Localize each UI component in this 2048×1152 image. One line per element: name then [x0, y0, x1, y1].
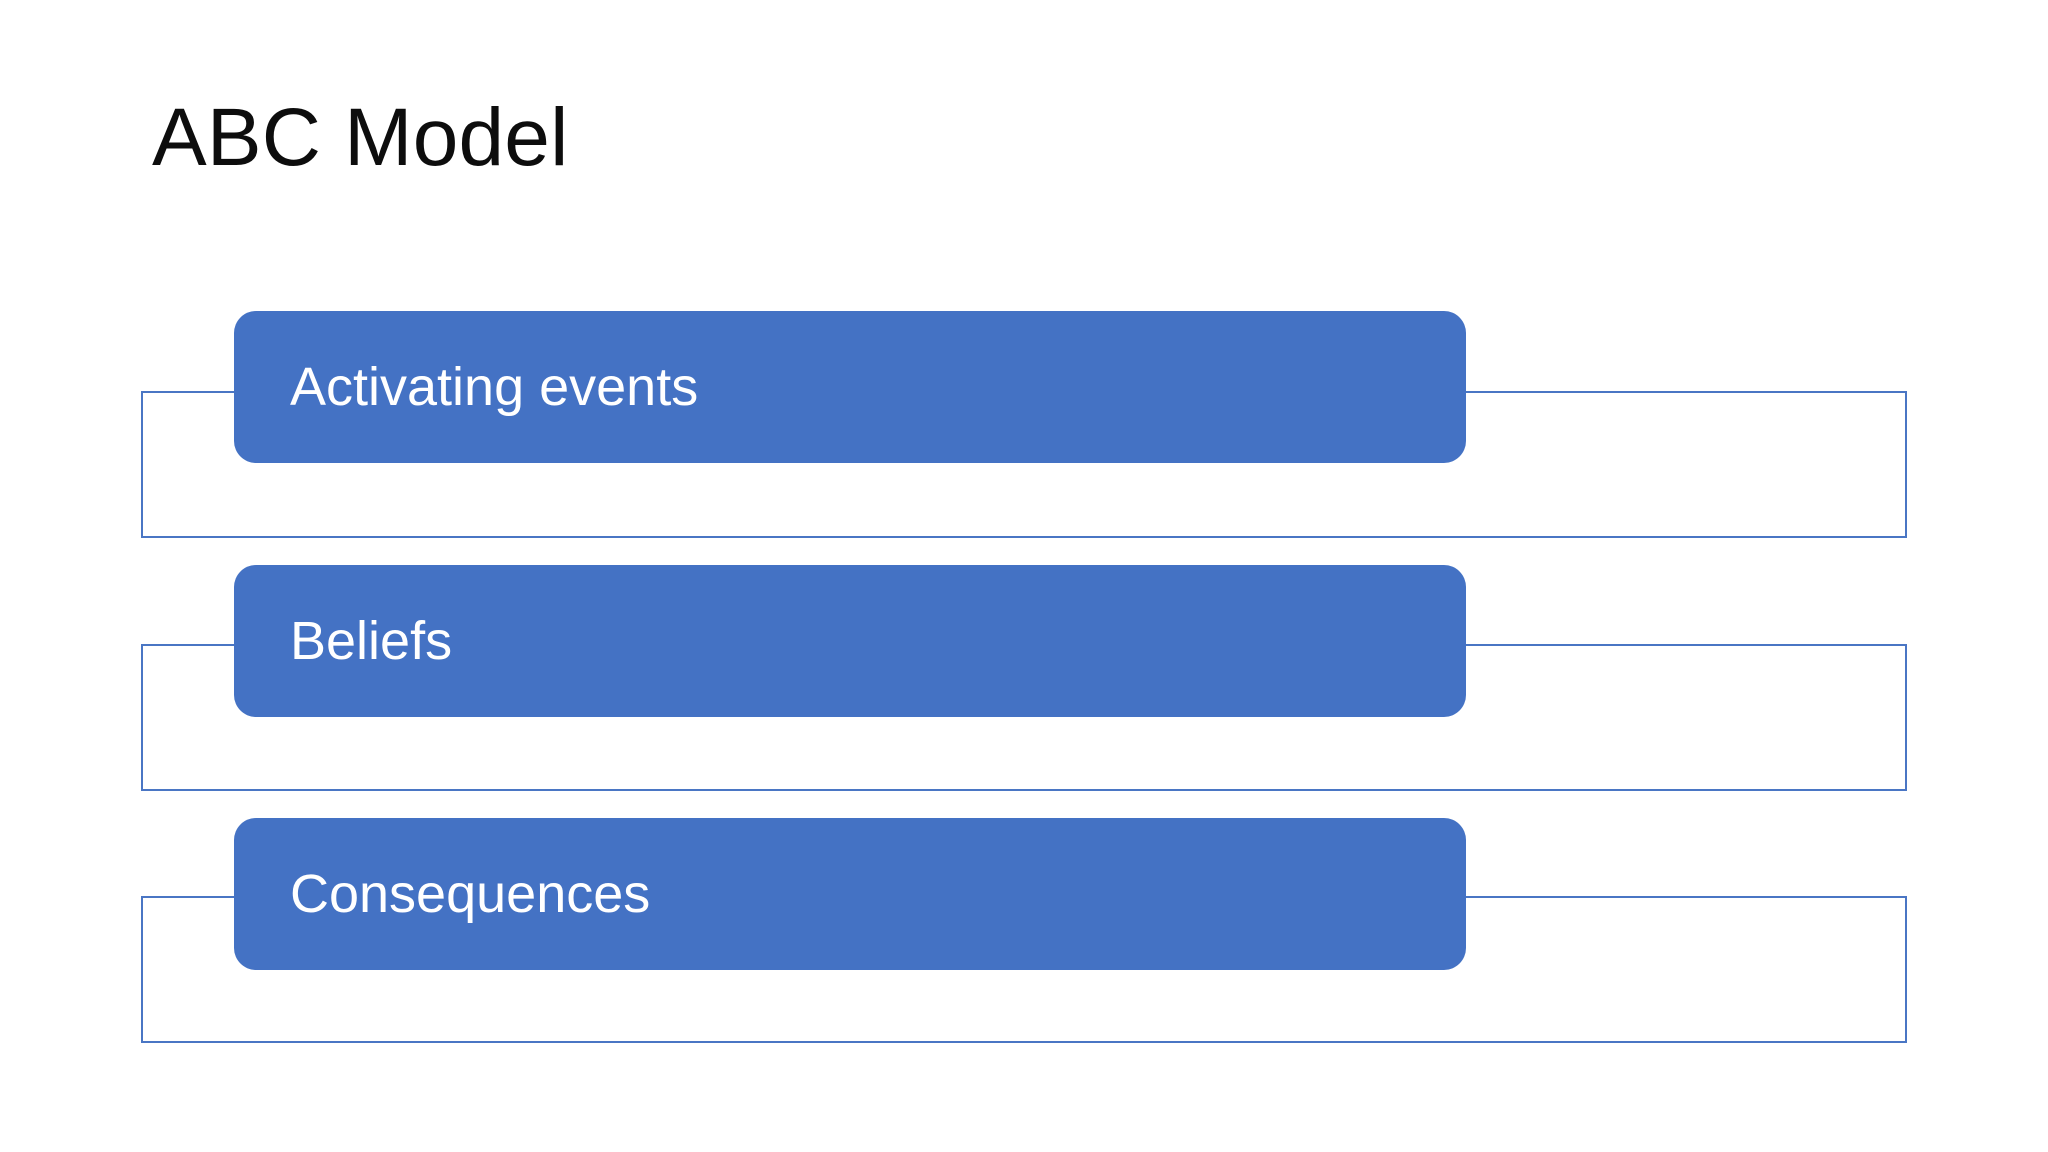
- row-header-bar[interactable]: Consequences: [234, 818, 1466, 970]
- page-title: ABC Model: [152, 92, 569, 183]
- row-header-bar[interactable]: Beliefs: [234, 565, 1466, 717]
- row-header-bar[interactable]: Activating events: [234, 311, 1466, 463]
- row-header-label: Activating events: [290, 357, 699, 417]
- row-header-label: Consequences: [290, 864, 651, 924]
- row-header-label: Beliefs: [290, 611, 453, 671]
